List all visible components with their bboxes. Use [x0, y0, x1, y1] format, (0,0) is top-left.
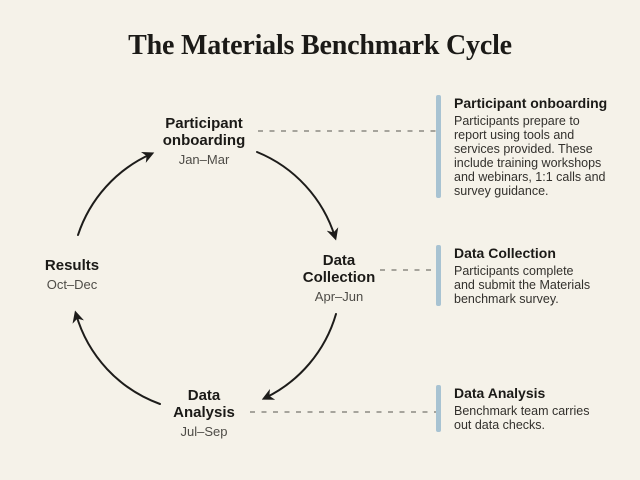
panel-heading: Data Collection — [454, 245, 556, 261]
stage-months: Jul–Sep — [180, 424, 228, 439]
cycle-stage-data-analysis: Data Analysis Jul–Sep — [173, 387, 235, 439]
panel-data-collection: Data Collection Participants complete an… — [436, 245, 624, 306]
cycle-stage-results: Results Oct–Dec — [45, 257, 99, 292]
panel-body: Participants prepare to report using too… — [454, 114, 606, 198]
stage-months: Jan–Mar — [178, 152, 230, 167]
arc-onboarding-to-collection — [256, 151, 339, 241]
cycle-stage-participant-onboarding: Participant onboarding Jan–Mar — [163, 115, 246, 167]
stage-label: Data Analysis — [173, 387, 235, 421]
stage-label: Participant onboarding — [162, 115, 246, 149]
accent-bar — [436, 385, 441, 432]
panel-content: Participant onboarding Participants prep… — [454, 95, 624, 198]
arc-collection-to-analysis — [261, 313, 337, 400]
panel-body: Benchmark team carries out data checks. — [454, 404, 590, 432]
cycle-stage-data-collection: Data Collection Apr–Jun — [303, 252, 376, 304]
stage-label: Results — [44, 257, 100, 274]
stage-label: Data Collection — [302, 252, 376, 286]
panel-participant-onboarding: Participant onboarding Participants prep… — [436, 95, 624, 198]
arc-results-to-onboarding — [77, 151, 155, 236]
panel-heading: Participant onboarding — [454, 95, 608, 111]
panel-data-analysis: Data Analysis Benchmark team carries out… — [436, 385, 624, 432]
panel-heading: Data Analysis — [454, 385, 546, 401]
panel-content: Data Collection Participants complete an… — [454, 245, 624, 306]
accent-bar — [436, 95, 441, 198]
panel-body: Participants complete and submit the Mat… — [454, 264, 591, 306]
stage-months: Oct–Dec — [46, 277, 98, 292]
page-title: The Materials Benchmark Cycle — [128, 30, 512, 61]
accent-bar — [436, 245, 441, 306]
arc-analysis-to-results — [72, 310, 161, 405]
stage-months: Apr–Jun — [314, 289, 364, 304]
panel-content: Data Analysis Benchmark team carries out… — [454, 385, 624, 432]
